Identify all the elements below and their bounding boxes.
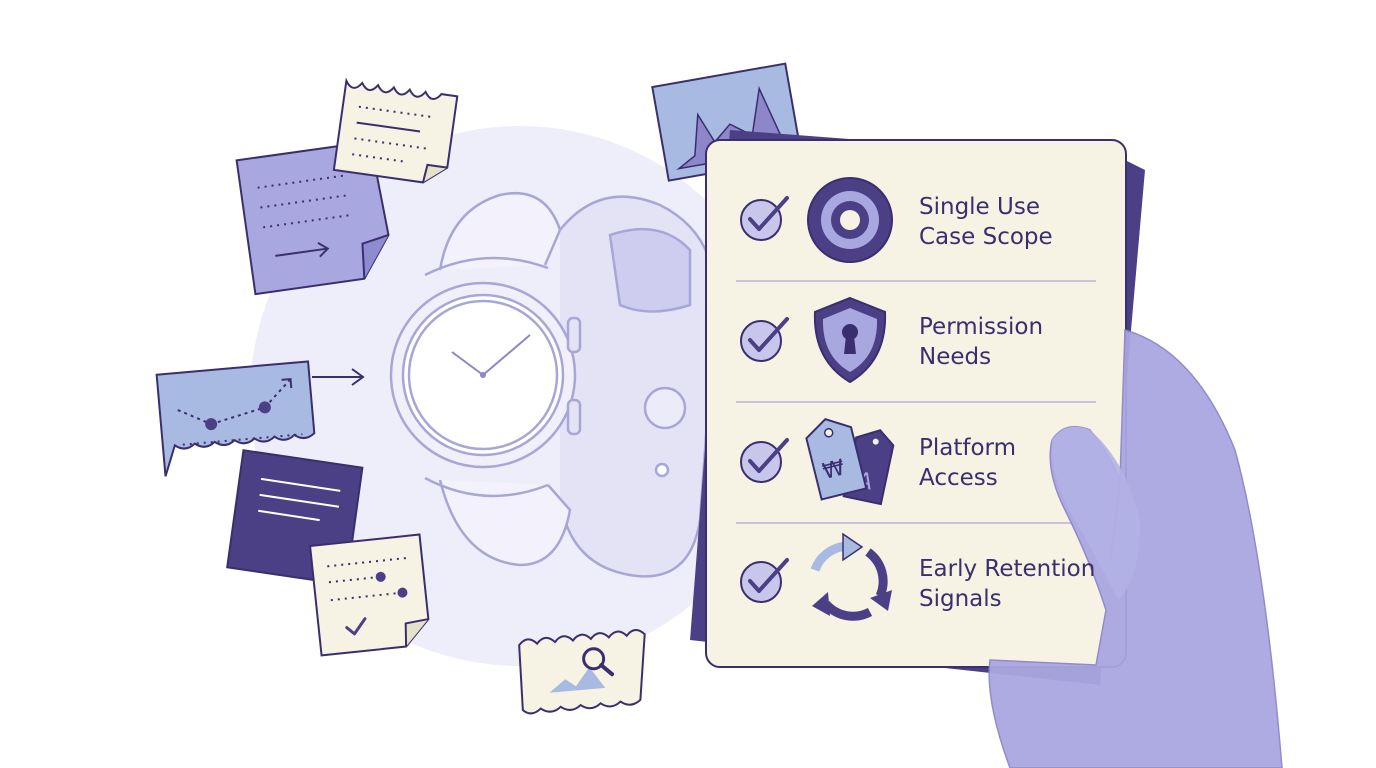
checklist-item-single-use-case-scope: Single Use Case Scope xyxy=(740,177,1053,263)
item-label-line2: Signals xyxy=(919,586,1002,612)
thumb xyxy=(1051,426,1140,600)
checklist-card xyxy=(690,130,1145,685)
item-label-line2: Access xyxy=(919,465,998,491)
check-icon xyxy=(740,438,789,483)
price-tags-icon: A ₩ xyxy=(805,418,895,506)
magnifier-icon xyxy=(582,647,606,671)
item-label-line2: Needs xyxy=(919,344,991,370)
note-trend-blue xyxy=(155,360,316,477)
item-label-line1: Single Use xyxy=(919,194,1040,220)
target-icon xyxy=(807,177,893,263)
check-icon xyxy=(740,558,789,603)
checklist-item-permission-needs: Permission Needs xyxy=(740,296,1043,384)
note-torn-cream-top xyxy=(332,77,459,184)
note-checklist-cream xyxy=(308,533,430,657)
note-torn-search xyxy=(518,629,646,715)
connector-arrow xyxy=(312,368,365,386)
note-arrow-purple xyxy=(235,140,390,296)
cycle-arrows-icon xyxy=(810,532,892,621)
smartwatch xyxy=(389,191,717,578)
item-label-line2: Case Scope xyxy=(919,224,1053,250)
check-icon xyxy=(740,317,789,362)
check-icon xyxy=(740,196,789,241)
item-label-line1: Early Retention xyxy=(919,556,1095,582)
item-label-line1: Permission xyxy=(919,314,1043,340)
shield-keyhole-icon xyxy=(813,296,887,384)
checklist-item-early-retention-signals: Early Retention Signals xyxy=(740,532,1095,621)
item-label-line1: Platform xyxy=(919,435,1016,461)
checklist-item-platform-access: A ₩ Platform Access xyxy=(740,418,1016,506)
